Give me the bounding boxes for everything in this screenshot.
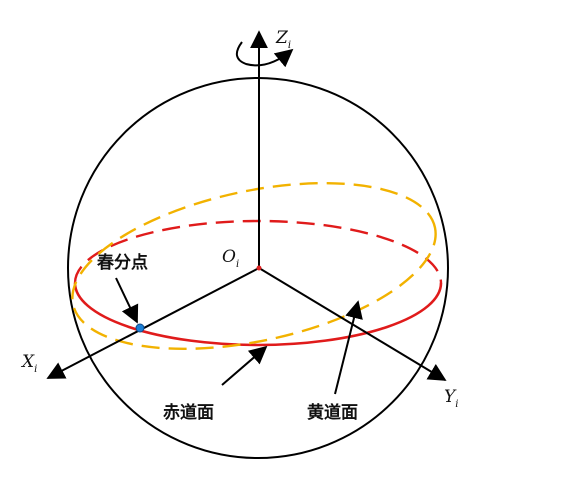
y-axis-label: Yi — [444, 387, 458, 410]
ecliptic-ellipse — [71, 181, 437, 351]
rotation-arrow — [235, 41, 294, 68]
x-axis-label: Xi — [20, 352, 37, 375]
equator-pointer — [221, 345, 268, 386]
equatorial-plane-label: 赤道面 — [163, 402, 214, 423]
z-axis-label: Zi — [275, 28, 291, 51]
vernal-equinox-point — [135, 323, 145, 333]
equinox-pointer — [115, 277, 139, 324]
origin-label: Oi — [222, 247, 239, 270]
x-axis — [46, 267, 260, 379]
ecliptic-plane-label: 黄道面 — [307, 402, 358, 423]
equator-front-arc — [73, 282, 443, 347]
vernal-equinox-label: 春分点 — [97, 252, 148, 273]
origin-point — [256, 265, 262, 271]
ecliptic-pointer — [334, 300, 363, 395]
